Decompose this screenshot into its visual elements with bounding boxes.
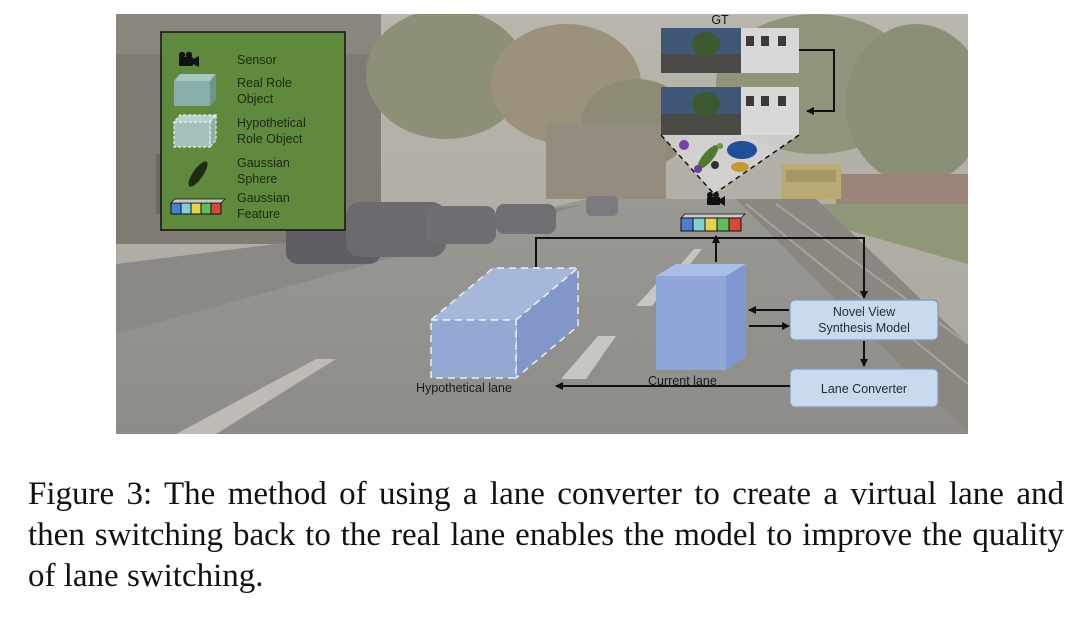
feature-block xyxy=(680,213,746,232)
real-role-object-icon xyxy=(174,74,216,106)
gaussian-feature-icon xyxy=(170,198,226,215)
legend-hypo-line2: Role Object xyxy=(237,132,303,146)
legend-gauss-line1: Gaussian xyxy=(237,156,290,170)
camera-icon xyxy=(178,51,199,67)
legend-sensor-label: Sensor xyxy=(237,53,277,67)
current-lane-label: Current lane xyxy=(648,374,717,388)
lane-converter-box xyxy=(789,368,939,408)
legend-gauss-line2: Sphere xyxy=(237,172,277,186)
hypothetical-lane-object xyxy=(428,266,581,380)
pipeline-figure: Sensor Real Role Object Hypothetical Rol… xyxy=(116,14,968,434)
hypothetical-lane-label: Hypothetical lane xyxy=(416,381,512,395)
novel-view-synthesis-box xyxy=(789,299,939,341)
legend-panel: Sensor Real Role Object Hypothetical Rol… xyxy=(160,31,346,231)
lane-converter-label: Lane Converter xyxy=(821,382,907,396)
frustum-camera-icon xyxy=(707,192,725,206)
gaussian-sphere-icon xyxy=(188,161,208,187)
figure-caption: Figure 3: The method of using a lane con… xyxy=(28,476,1064,594)
legend-hypo-line1: Hypothetical xyxy=(237,116,306,130)
gt-compare-arrow xyxy=(799,49,835,115)
rendered-image xyxy=(661,87,799,135)
legend-real-line1: Real Role xyxy=(237,76,292,90)
gt-image xyxy=(661,28,799,73)
hypothetical-role-object-icon xyxy=(172,113,218,149)
current-lane-object xyxy=(656,264,746,370)
nvs-line1: Novel View xyxy=(833,305,896,319)
legend-feat-line2: Feature xyxy=(237,207,280,221)
legend-feat-line1: Gaussian xyxy=(237,191,290,205)
nvs-line2: Synthesis Model xyxy=(818,321,910,335)
camera-frustum xyxy=(660,134,800,195)
gt-label: GT xyxy=(711,14,729,27)
legend-real-line2: Object xyxy=(237,92,274,106)
